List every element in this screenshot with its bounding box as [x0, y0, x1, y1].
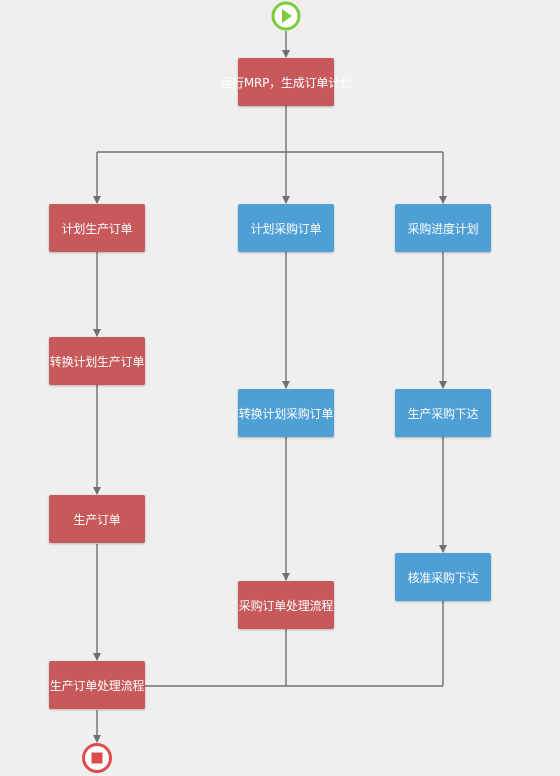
play-icon: [282, 9, 292, 23]
plan-purchase-order-node[interactable]: 计划采购订单: [238, 204, 334, 252]
production-order-node[interactable]: 生产订单: [49, 495, 145, 543]
start-node[interactable]: [271, 1, 301, 31]
approve-purchase-release-label: 核准采购下达: [407, 570, 479, 585]
purchase-schedule-plan-node[interactable]: 采购进度计划: [395, 204, 491, 252]
convert-plan-production-order-node[interactable]: 转换计划生产订单: [49, 337, 145, 385]
run-mrp-label: 运行MRP，生成订单计划: [220, 75, 352, 90]
purchase-order-process-label: 采购订单处理流程: [238, 598, 334, 613]
stop-icon: [91, 752, 103, 764]
run-mrp-node[interactable]: 运行MRP，生成订单计划: [220, 58, 352, 106]
production-order-process-label: 生产订单处理流程: [49, 678, 145, 693]
purchase-order-process-node[interactable]: 采购订单处理流程: [238, 581, 334, 629]
production-order-process-node[interactable]: 生产订单处理流程: [49, 661, 145, 709]
produce-purchase-release-node[interactable]: 生产采购下达: [395, 389, 491, 437]
plan-production-order-label: 计划生产订单: [61, 221, 133, 236]
produce-purchase-release-label: 生产采购下达: [407, 406, 479, 421]
end-node[interactable]: [81, 742, 113, 774]
convert-plan-purchase-order-node[interactable]: 转换计划采购订单: [238, 389, 334, 437]
plan-production-order-node[interactable]: 计划生产订单: [49, 204, 145, 252]
approve-purchase-release-node[interactable]: 核准采购下达: [395, 553, 491, 601]
convert-plan-purchase-order-label: 转换计划采购订单: [238, 406, 334, 421]
plan-purchase-order-label: 计划采购订单: [250, 221, 322, 236]
production-order-label: 生产订单: [73, 512, 121, 527]
purchase-schedule-plan-label: 采购进度计划: [407, 221, 479, 236]
convert-plan-production-order-label: 转换计划生产订单: [49, 354, 145, 369]
